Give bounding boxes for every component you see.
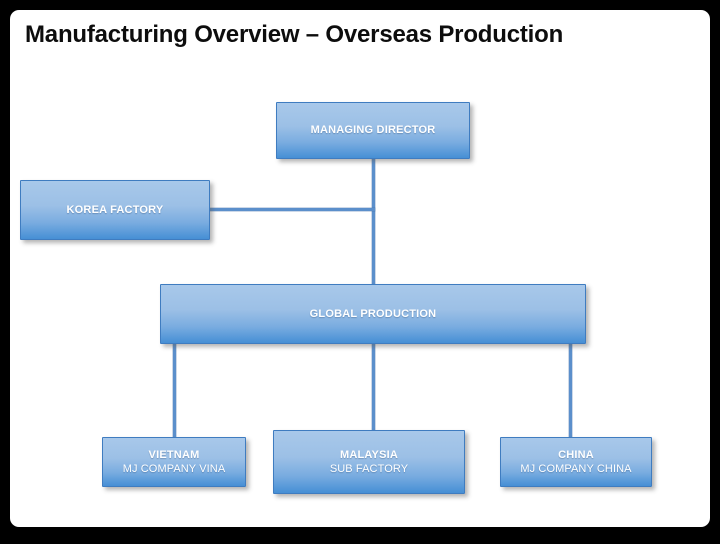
connector-global-to-malaysia (372, 342, 375, 432)
org-node-label-primary: GLOBAL PRODUCTION (309, 307, 437, 320)
org-node-label-primary: CHINA (558, 448, 594, 461)
org-node-label-primary: KOREA FACTORY (66, 203, 164, 216)
org-node-malaysia[interactable]: MALAYSIA SUB FACTORY (273, 430, 465, 494)
connector-md-to-korea (200, 208, 375, 211)
org-node-label-primary: VIETNAM (148, 448, 200, 461)
org-node-label-primary: MALAYSIA (339, 448, 399, 461)
slide-panel: Manufacturing Overview – Overseas Produc… (10, 10, 710, 527)
org-node-korea-factory[interactable]: KOREA FACTORY (20, 180, 210, 240)
org-node-label-primary: MANAGING DIRECTOR (310, 124, 436, 137)
org-node-china[interactable]: CHINA MJ COMPANY CHINA (500, 437, 652, 487)
org-node-managing-director[interactable]: MANAGING DIRECTOR (276, 102, 470, 159)
org-node-vietnam[interactable]: VIETNAM MJ COMPANY VINA (102, 437, 246, 487)
org-chart: MANAGING DIRECTOR KOREA FACTORY GLOBAL P… (10, 10, 710, 527)
org-node-label-secondary: MJ COMPANY CHINA (520, 463, 632, 475)
connector-md-to-global (372, 149, 375, 286)
connector-global-to-vietnam (173, 342, 176, 439)
org-node-label-secondary: MJ COMPANY VINA (122, 463, 226, 475)
org-node-label-secondary: SUB FACTORY (329, 463, 409, 475)
connector-global-to-china (569, 342, 572, 439)
page-title: Manufacturing Overview – Overseas Produc… (25, 21, 564, 48)
org-node-global-production[interactable]: GLOBAL PRODUCTION (160, 284, 586, 344)
